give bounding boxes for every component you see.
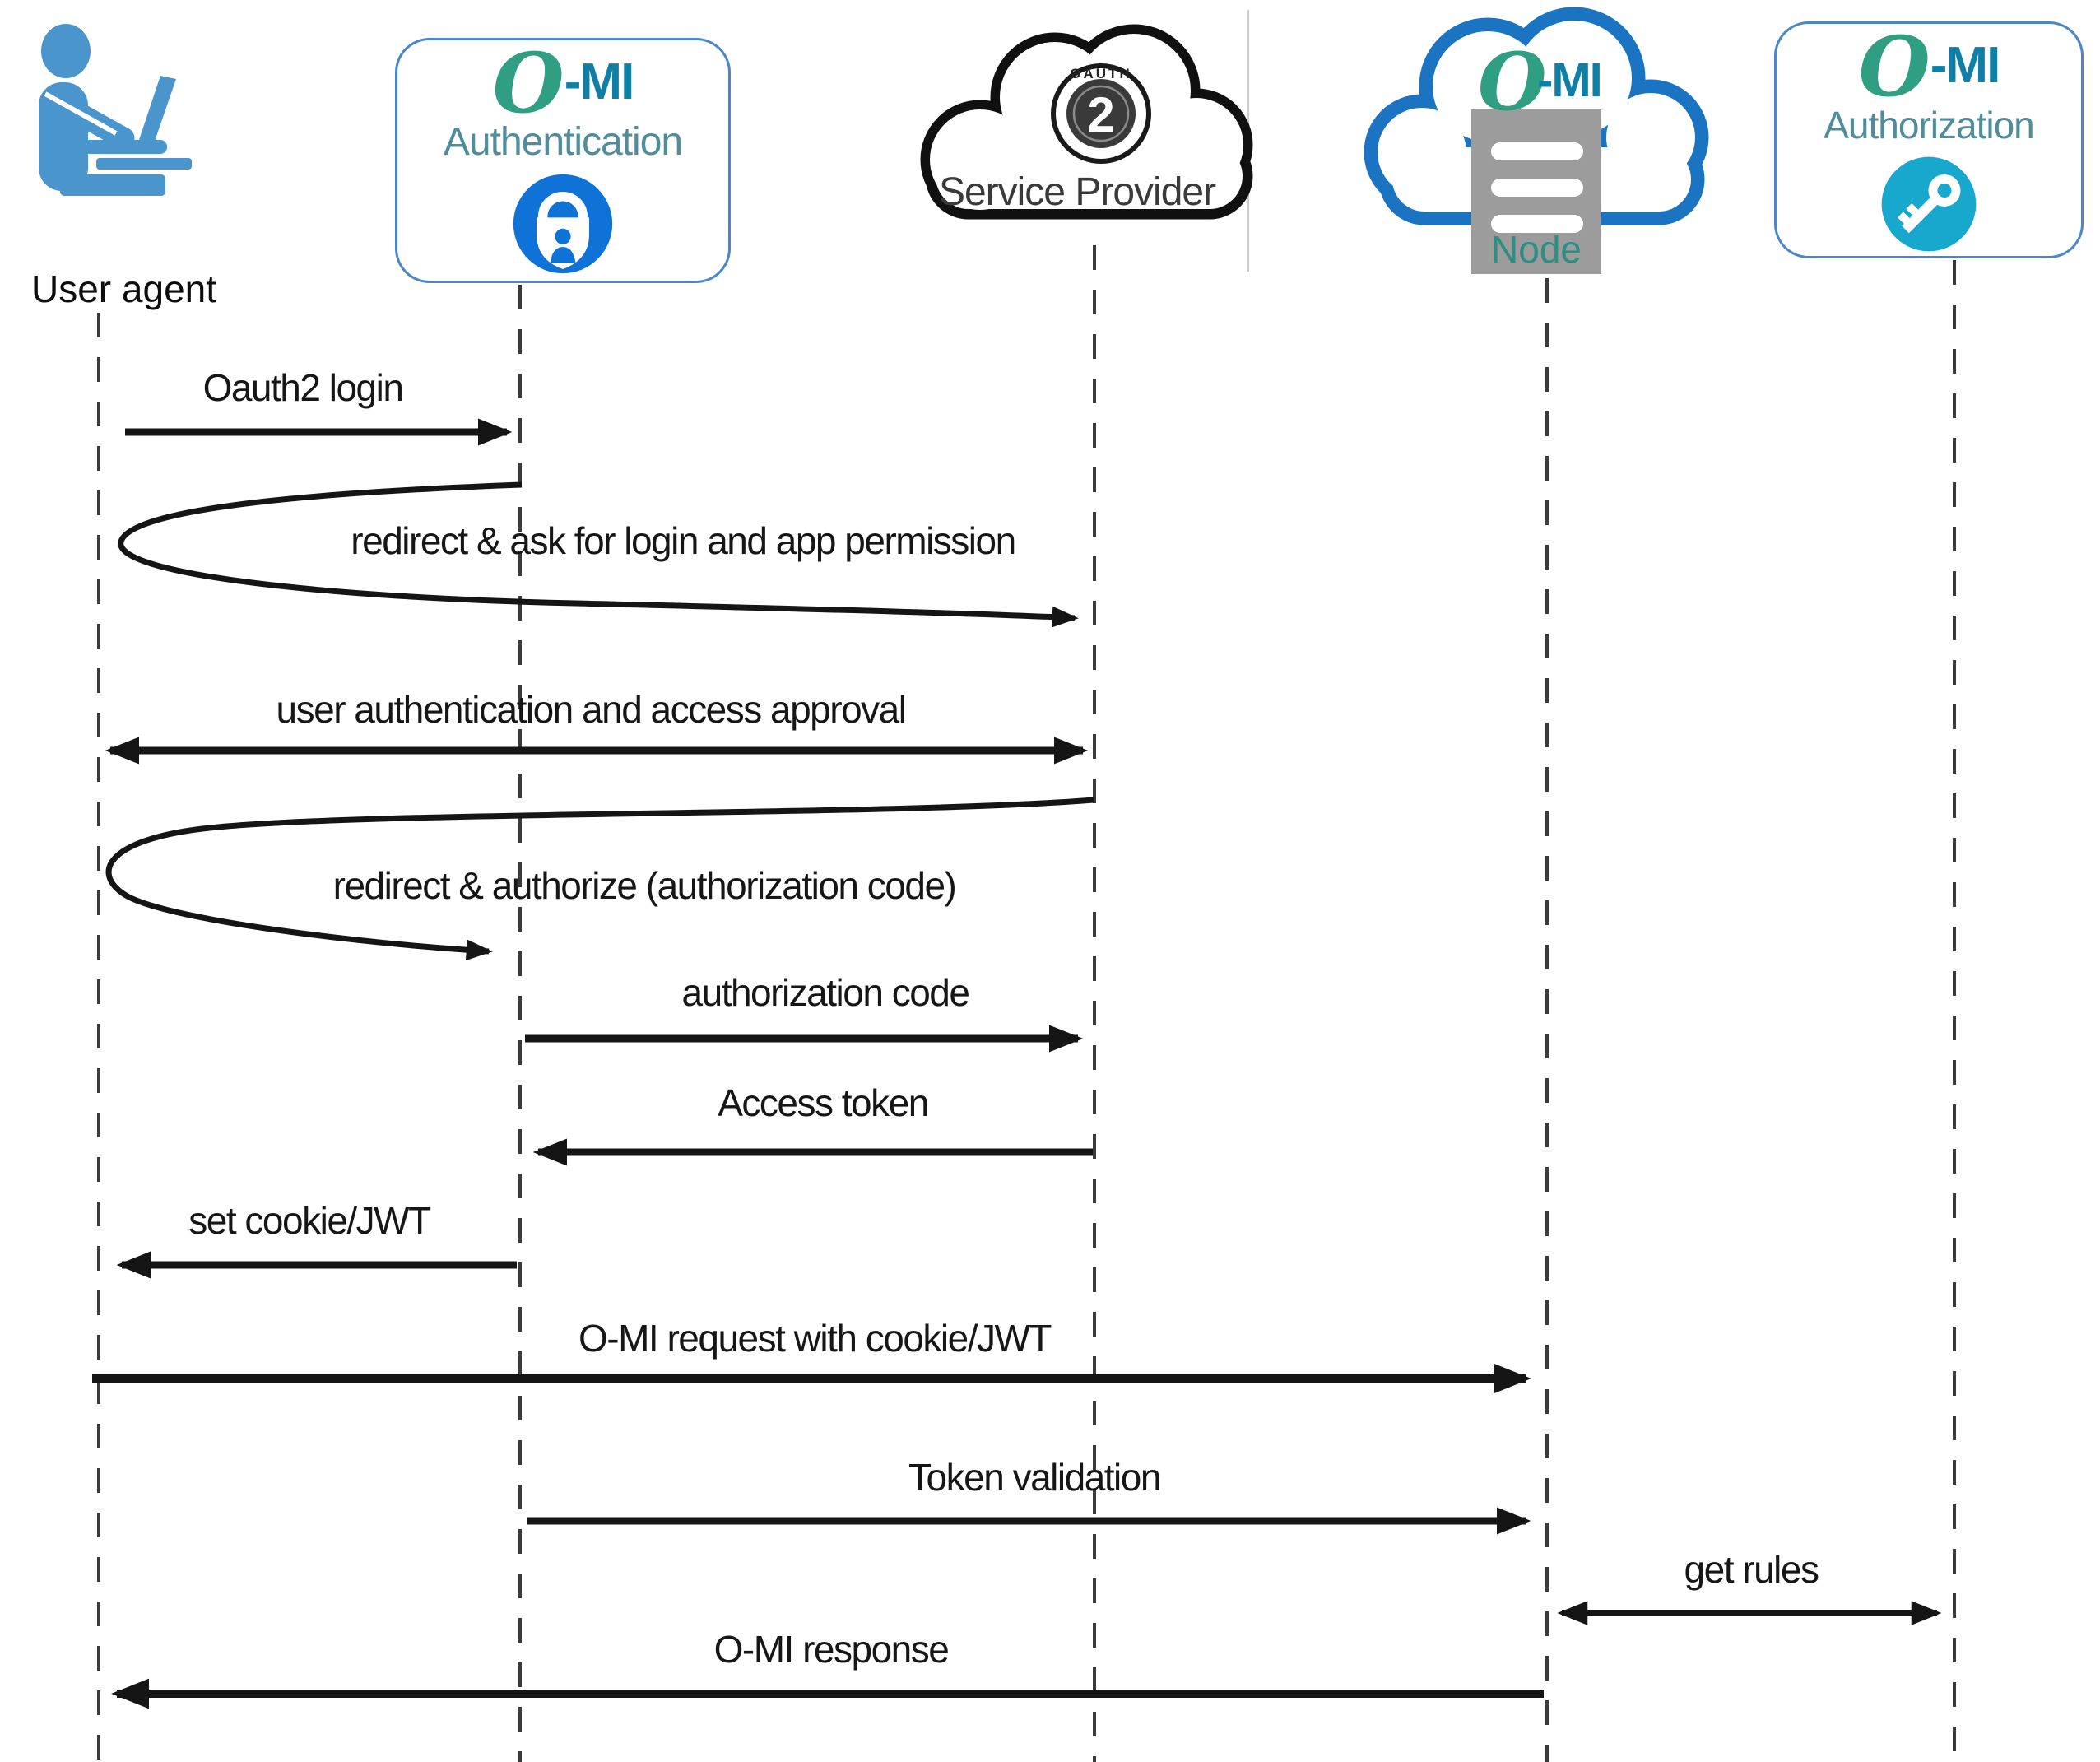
key-icon (1881, 156, 1977, 252)
message-label-token-validation: Token validation (908, 1456, 1161, 1499)
omi-logo-o: O (1478, 35, 1547, 128)
actor-label-service-provider: Service Provider (939, 170, 1216, 214)
omi-logo-mi: -MI (1930, 37, 2001, 94)
message-label-oauth2-login: Oauth2 login (202, 366, 404, 409)
server-icon: Node (1471, 109, 1601, 274)
actor-label-authentication: Authentication (443, 120, 683, 164)
omi-logo: O-MI (493, 42, 635, 124)
actor-user-agent (21, 18, 193, 198)
arrow-redirect-ask-login-permission (118, 481, 1079, 628)
actor-label-node: Node (1491, 228, 1582, 271)
omi-logo-mi: -MI (564, 53, 635, 110)
message-label-access-token: Access token (718, 1081, 929, 1124)
omi-logo: O-MI (1859, 26, 2001, 108)
omi-logo-o: O (1858, 18, 1930, 115)
message-label-get-rules: get rules (1684, 1548, 1819, 1591)
message-label-user-auth-approval: user authentication and access approval (276, 688, 907, 731)
arrow-redirect-authorize (105, 797, 1094, 961)
message-label-redirect-ask: redirect & ask for login and app permiss… (351, 519, 1016, 562)
oauth2-badge-cloud-icon: OAUTH 2 Service Provider (920, 24, 1253, 220)
oauth-ring-text: OAUTH (1070, 66, 1131, 81)
actor-omi-authorization: O-MI Authorization (1774, 21, 2084, 258)
person-at-laptop-icon (39, 24, 192, 196)
actor-service-provider: OAUTH 2 Service Provider (894, 13, 1264, 252)
message-label-redirect-authorize: redirect & authorize (authorization code… (332, 864, 957, 907)
padlock-shield-icon (513, 174, 613, 274)
oauth-badge-number: 2 (1087, 87, 1114, 142)
oauth2-badge: OAUTH 2 (1051, 63, 1151, 164)
message-label-omi-request: O-MI request with cookie/JWT (578, 1317, 1052, 1360)
actor-label-user-agent: User agent (31, 267, 217, 310)
message-arrows (92, 418, 1942, 1709)
omi-logo-o: O (492, 35, 564, 132)
actor-omi-authentication: O-MI Authentication (395, 38, 731, 283)
omi-logo-mi: -MI (1537, 53, 1601, 107)
actor-omi-node: Node O -MI (1340, 4, 1726, 280)
lifelines (97, 245, 1956, 1762)
message-label-authorization-code: authorization code (681, 971, 970, 1014)
message-label-omi-response: O-MI response (713, 1628, 950, 1671)
message-label-set-cookie-jwt: set cookie/JWT (188, 1199, 431, 1242)
server-in-cloud-icon: Node O -MI (1364, 7, 1709, 274)
actor-label-authorization: Authorization (1824, 104, 2034, 146)
